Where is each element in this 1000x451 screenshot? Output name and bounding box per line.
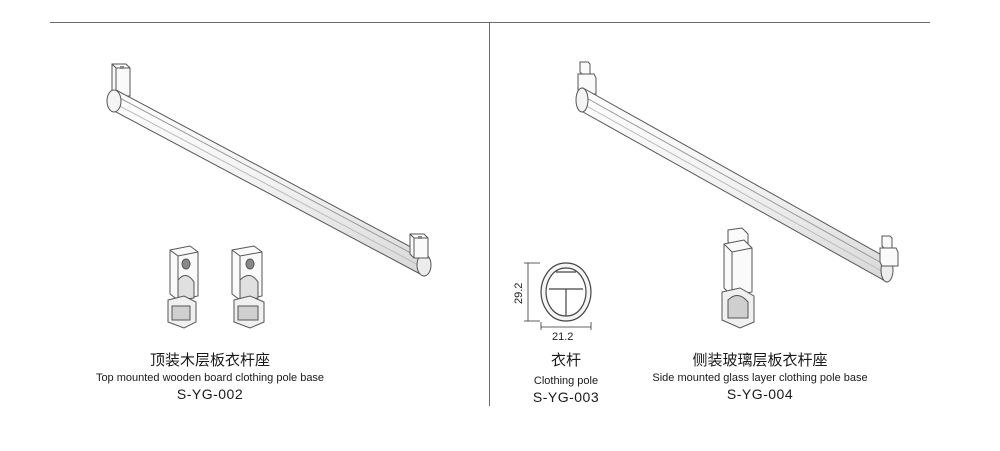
side-mount-fitting-icon bbox=[721, 227, 755, 329]
product-1-code: S-YG-002 bbox=[176, 386, 244, 402]
pole-profile-drawing bbox=[540, 262, 592, 322]
product-3-name-zh: 侧装玻璃层板衣杆座 bbox=[692, 351, 828, 369]
pole-width-dimension: 21.2 bbox=[552, 331, 573, 343]
product-3-code: S-YG-004 bbox=[726, 386, 794, 402]
side-mounted-rod-drawing bbox=[575, 61, 899, 283]
product-2-name-zh: 衣杆 bbox=[550, 351, 581, 369]
pole-height-dimension: 29.2 bbox=[513, 283, 525, 304]
product-1-name-en: Top mounted wooden board clothing pole b… bbox=[95, 372, 325, 384]
product-1-name-zh: 顶装木层板衣杆座 bbox=[149, 351, 270, 369]
center-divider bbox=[489, 22, 490, 406]
top-mount-fitting-back-icon bbox=[231, 245, 265, 329]
product-3-name-en: Side mounted glass layer clothing pole b… bbox=[652, 372, 868, 384]
product-2-code: S-YG-003 bbox=[532, 389, 600, 405]
top-divider bbox=[50, 22, 930, 23]
top-mounted-rod-drawing bbox=[106, 63, 432, 277]
product-2-name-en: Clothing pole bbox=[533, 375, 599, 387]
pole-dimension-lines bbox=[524, 262, 592, 330]
top-mount-fitting-front-icon bbox=[167, 245, 199, 329]
